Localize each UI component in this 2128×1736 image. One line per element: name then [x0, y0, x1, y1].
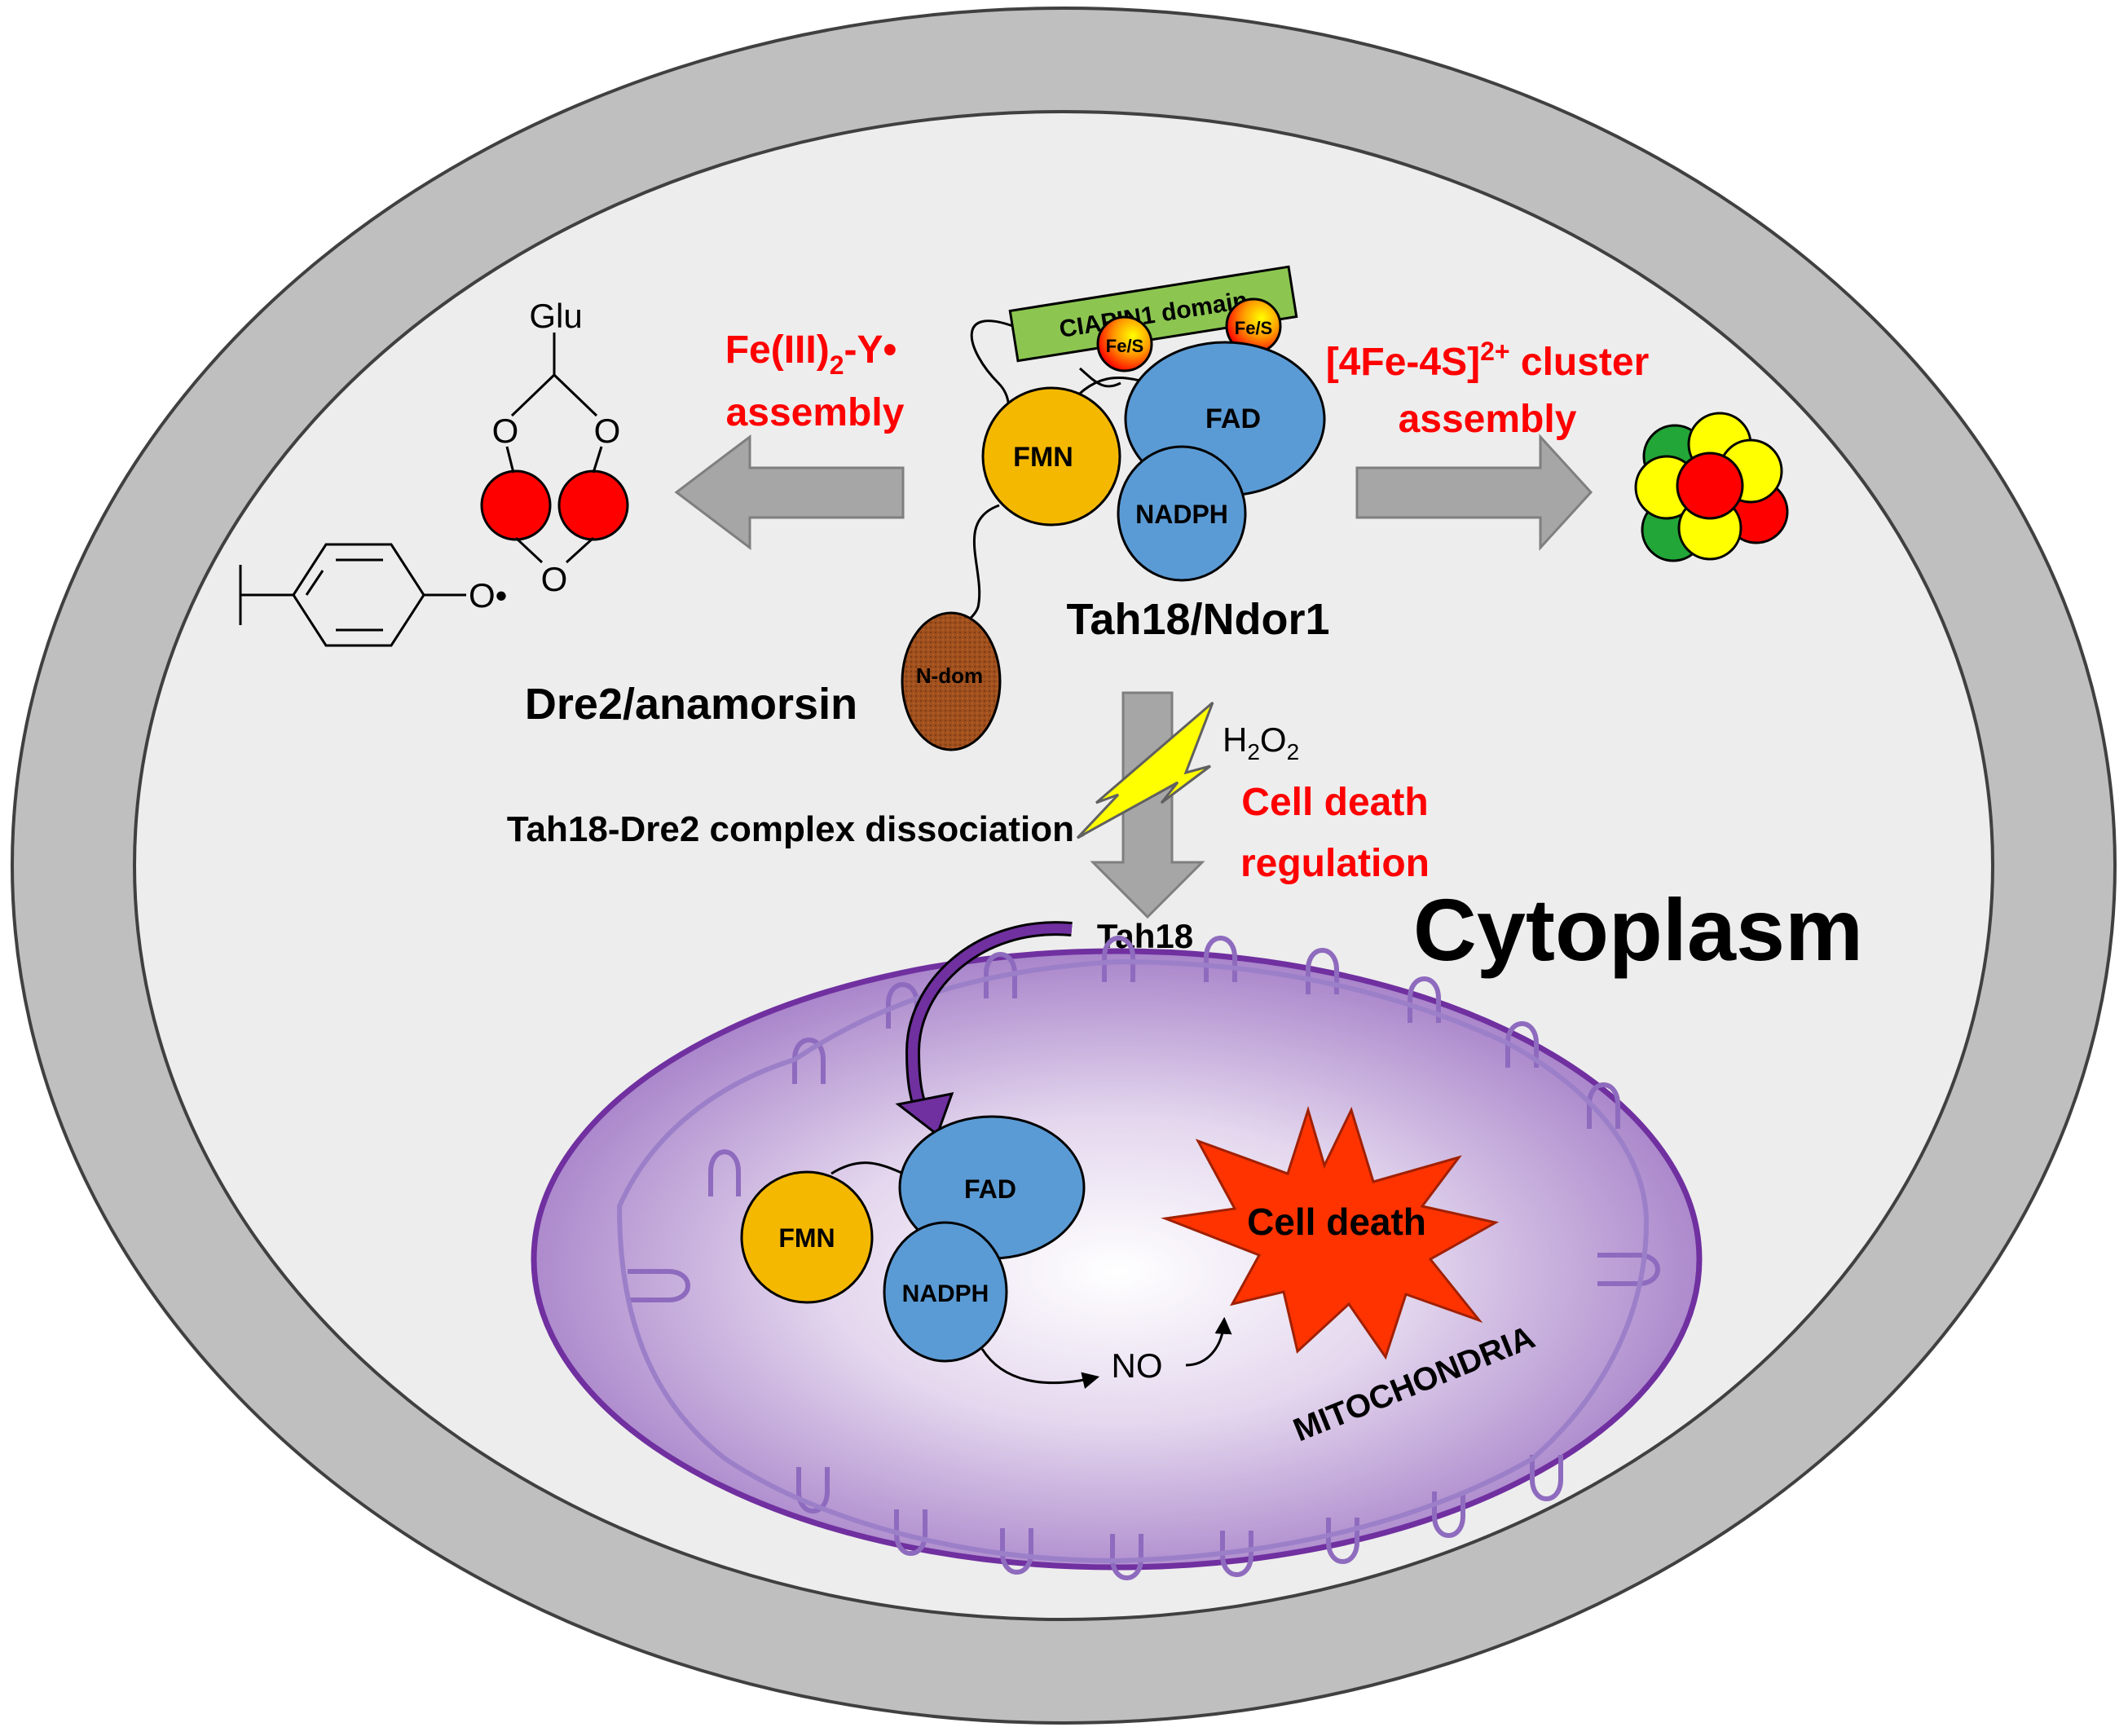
fes-cluster-left: [1096, 315, 1153, 372]
left-grey-arrow: [674, 434, 905, 551]
complex-dissociation-label: Tah18-Dre2 complex dissociation: [507, 809, 1074, 849]
iron-atom-left: [480, 469, 552, 541]
fe3-y-assembly-line1: Fe(III)2-Y•: [725, 328, 897, 380]
iron-atom-right: [557, 469, 629, 541]
fe3-y-assembly-line2: assembly: [726, 391, 905, 434]
mito-nadph-label: NADPH: [902, 1280, 989, 1307]
fmn-label: FMN: [1013, 442, 1073, 473]
fe4s4-cluster-assembly-line2: assembly: [1399, 398, 1577, 441]
import-arrow-head: [895, 1092, 954, 1137]
cell-death-regulation-line1: Cell death: [1241, 781, 1428, 824]
down-grey-arrow: [1090, 691, 1205, 919]
fe4s4-cluster-assembly-line1: [4Fe-4S]2+ cluster: [1326, 337, 1650, 384]
mito-fmn-domain: [740, 1170, 874, 1304]
mitochondria-outer-membrane: [531, 948, 1703, 1571]
import-arrow-curve-fill: [907, 923, 1073, 1119]
tyrosine-ring-structure: O•: [239, 543, 507, 647]
no-label: NO: [1112, 1346, 1163, 1385]
fmn-domain: [981, 386, 1121, 527]
cell-death-regulation-line2: regulation: [1240, 842, 1430, 885]
tyrosyl-radical-label: O•: [469, 576, 507, 615]
fad-label: FAD: [1205, 403, 1261, 434]
ndom-label: N-dom: [916, 663, 983, 688]
oxygen-top-left: O: [492, 412, 519, 450]
mito-fmn-label: FMN: [778, 1223, 835, 1253]
ndom-domain: [901, 611, 1002, 751]
linker-line-fes: [1078, 367, 1121, 388]
fes-cluster-left-label: Fe/S: [1106, 336, 1143, 356]
h2o2-lightning-icon: [1076, 701, 1214, 839]
right-grey-arrow: [1355, 434, 1593, 551]
cell-death-starburst: [1161, 1105, 1500, 1360]
nadph-label: NADPH: [1135, 500, 1228, 529]
mito-nadph-domain: [883, 1221, 1008, 1363]
bolt-pointer-line: [1077, 833, 1085, 839]
oxygen-top-right: O: [594, 412, 621, 450]
cell-death-label: Cell death: [1247, 1201, 1426, 1243]
diiron-site-structure: Glu O O O: [480, 297, 629, 598]
mitochondria-cristae: [628, 936, 1660, 1580]
tah18-ndor1-label: Tah18/Ndor1: [1066, 595, 1329, 644]
cytoplasm-label: Cytoplasm: [1413, 880, 1863, 979]
no-to-death-arrow: [1185, 1316, 1232, 1367]
mito-fad-label: FAD: [964, 1174, 1016, 1204]
fes-cluster-right-label: Fe/S: [1235, 318, 1272, 338]
glu-label: Glu: [529, 297, 582, 335]
mitochondria-inner-membrane: [616, 958, 1650, 1564]
nadph-to-no-arrow: [980, 1348, 1100, 1390]
fe4s4-cluster-icon: [1634, 412, 1789, 562]
nadph-domain: [1117, 445, 1247, 582]
oxygen-bottom: O: [541, 560, 568, 598]
h2o2-label: H2O2: [1223, 720, 1299, 764]
dre2-anamorsin-label: Dre2/anamorsin: [525, 680, 857, 729]
